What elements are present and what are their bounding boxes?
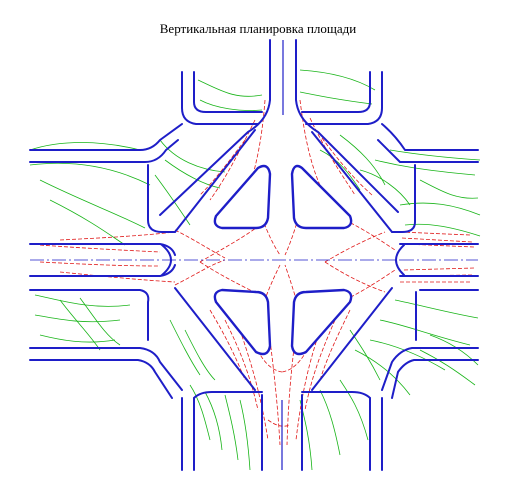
island-south-east (290, 288, 353, 356)
channelizing-islands (213, 164, 353, 356)
island-north-west (213, 164, 272, 230)
terrain-contours (29, 69, 481, 471)
north-road-left-edge (181, 71, 259, 125)
island-south-west (213, 288, 272, 356)
island-north-east (290, 164, 353, 230)
diagram-title: Вертикальная планировка площади (159, 21, 357, 36)
north-road-left-edge-inner (193, 71, 263, 113)
road-edges (29, 39, 479, 471)
north-road-right-edge-inner (301, 71, 371, 113)
north-road-right-edge (305, 71, 383, 125)
